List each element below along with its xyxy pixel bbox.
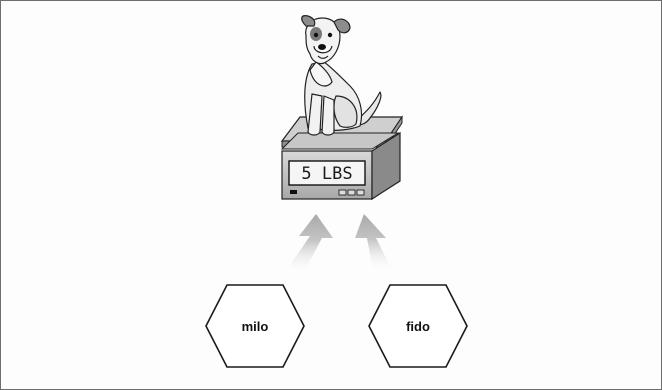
scale-readout: 5 LBS <box>301 164 352 184</box>
scale-indicator <box>290 190 297 194</box>
scale-button <box>348 190 355 195</box>
arrow-fido-to-scale <box>355 214 391 270</box>
dog-icon <box>302 16 381 135</box>
node-label: fido <box>406 319 430 334</box>
node-fido: fido <box>369 285 467 367</box>
scale-button <box>339 190 346 195</box>
node-milo: milo <box>206 285 304 367</box>
node-label: milo <box>242 319 269 334</box>
arrow-milo-to-scale <box>288 214 333 272</box>
scale-button <box>357 190 364 195</box>
